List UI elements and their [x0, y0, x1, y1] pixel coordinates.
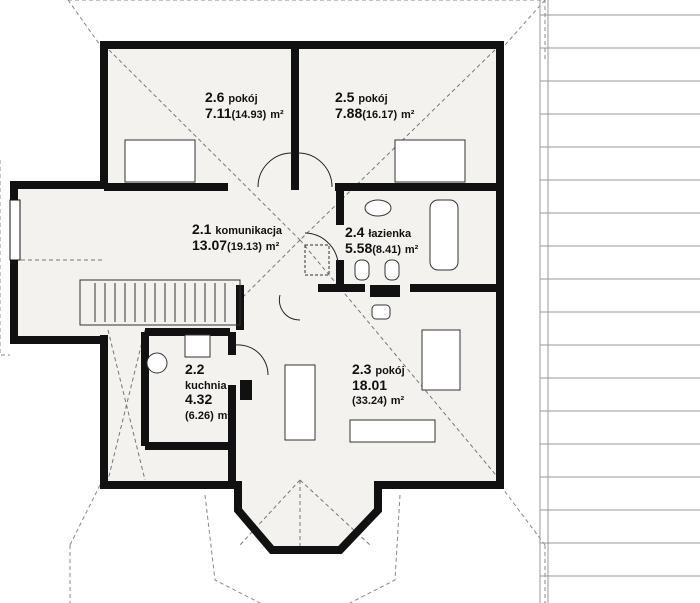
room-label-2-2: 2.2 kuchnia 4.32 (6.26) m² — [185, 362, 231, 422]
room-number: 2.3 — [352, 361, 372, 377]
room-gross-area: (33.24) — [352, 395, 387, 408]
room-label-2-1: 2.1 komunikacja 13.07(19.13) m² — [192, 222, 282, 253]
armchairs — [421, 329, 461, 391]
room-area: 5.58 — [345, 239, 373, 256]
room-label-2-3: 2.3 pokój 18.01 (33.24) m² — [352, 362, 405, 408]
room-gross-area: (6.26) — [185, 409, 214, 422]
roof-outline — [0, 0, 546, 603]
room-number: 2.4 — [345, 224, 365, 240]
chimney — [370, 285, 400, 297]
room-area: 4.32 — [185, 391, 213, 408]
room-label-2-4: 2.4 łazienka 5.58(8.41) m² — [345, 225, 418, 256]
toilet — [354, 259, 370, 281]
room-name: pokój — [375, 365, 405, 377]
room-number: 2.5 — [335, 89, 355, 105]
area-unit: m² — [390, 395, 405, 408]
kitchen-sink — [146, 352, 168, 374]
room-number: 2.1 — [192, 221, 212, 237]
room-gross-area: (16.17) — [362, 108, 398, 121]
pergola — [539, 0, 700, 603]
room-gross-area: (8.41) — [372, 243, 401, 256]
area-unit: m² — [265, 240, 280, 253]
room-name: kuchnia — [185, 379, 227, 392]
room-number: 2.6 — [205, 89, 225, 105]
area-unit: m² — [270, 108, 284, 121]
column — [240, 380, 252, 400]
sink — [364, 199, 392, 217]
room-area: 13.07 — [192, 236, 228, 253]
room-area: 7.11 — [205, 104, 232, 121]
walls — [10, 41, 504, 554]
sofa — [349, 419, 436, 443]
room-number: 2.2 — [185, 361, 205, 377]
furniture — [124, 139, 466, 443]
room-area: 18.01 — [352, 376, 388, 393]
stairs — [79, 279, 241, 326]
room-name: łazienka — [368, 228, 412, 240]
stove — [371, 304, 391, 320]
room-label-2-5: 2.5 pokój 7.88(16.17) m² — [335, 90, 414, 121]
room-label-2-6: 2.6 pokój 7.11(14.93) m² — [205, 90, 284, 121]
room-name: pokój — [228, 93, 258, 105]
room-gross-area: (19.13) — [227, 240, 262, 253]
area-unit: m² — [401, 108, 415, 121]
area-unit: m² — [217, 409, 232, 422]
bathtub — [429, 199, 459, 271]
bed — [124, 139, 196, 183]
roof-ridges — [14, 44, 501, 550]
bidet — [384, 259, 400, 281]
room-area: 7.88 — [335, 104, 363, 121]
dining-table — [284, 364, 316, 441]
area-unit: m² — [404, 243, 419, 256]
bed — [394, 139, 466, 183]
window — [9, 199, 21, 261]
room-gross-area: (14.93) — [231, 108, 267, 121]
doors — [234, 152, 339, 376]
wardrobe — [304, 244, 330, 276]
cooktop — [184, 334, 211, 358]
room-name: komunikacja — [215, 225, 282, 237]
room-name: pokój — [358, 93, 388, 105]
